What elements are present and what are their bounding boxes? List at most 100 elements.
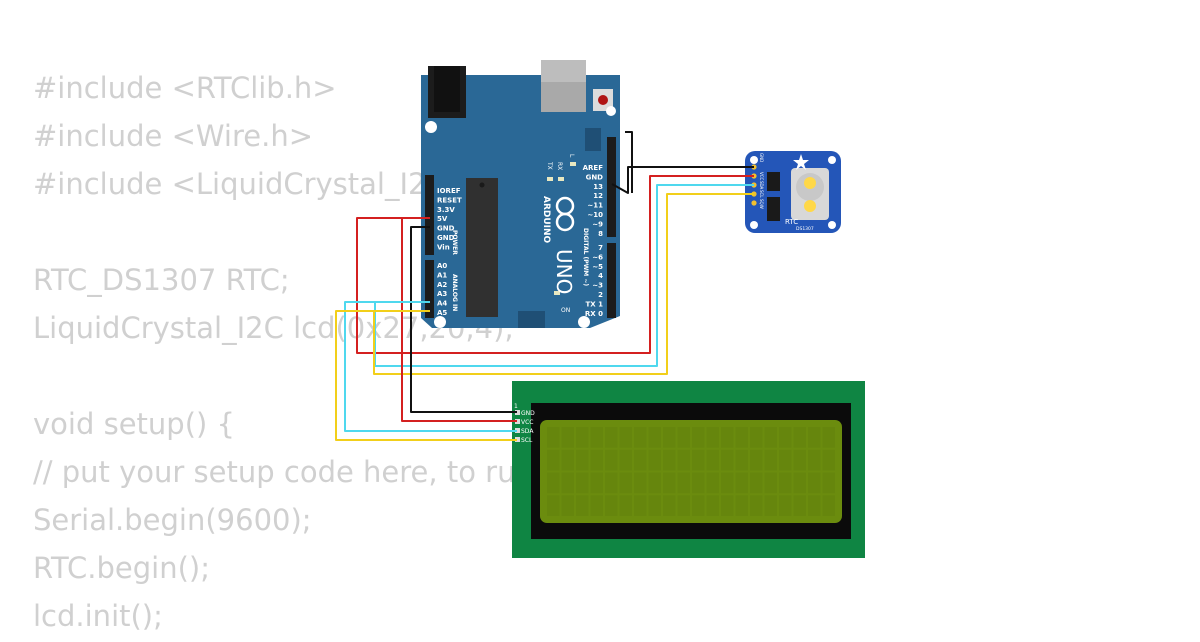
- arduino-model-label: UNO: [552, 249, 576, 294]
- lcd-char-cell: [561, 449, 574, 471]
- lcd-char-cell: [750, 495, 763, 516]
- icsp-header-2: [518, 311, 545, 328]
- lcd-char-cell: [634, 449, 647, 471]
- wire-lcd-sda[interactable]: [344, 301, 517, 432]
- lcd-char-cell: [779, 472, 792, 494]
- lcd-char-cell: [706, 495, 719, 516]
- lcd-char-cell: [590, 472, 603, 494]
- lcd-char-cell: [576, 472, 589, 494]
- lcd-char-cell: [648, 495, 661, 516]
- lcd-char-cell: [735, 472, 748, 494]
- lcd-char-cell: [677, 449, 690, 471]
- tx-led-label: TX: [546, 161, 553, 170]
- wire-gnd-jumper[interactable]: [625, 131, 633, 193]
- lcd-char-cell: [750, 449, 763, 471]
- digital-header-low: [607, 243, 616, 318]
- pin-label: A1: [437, 271, 447, 279]
- lcd-char-cell: [663, 495, 676, 516]
- lcd-char-cell: [648, 472, 661, 494]
- pin-label: A4: [437, 300, 447, 308]
- analog-section-label: ANALOG IN: [451, 274, 458, 311]
- lcd-display[interactable]: 1 GND VCC SDA SCL: [512, 381, 865, 558]
- lcd-char-cell: [547, 427, 560, 448]
- pin-label: RESET: [437, 196, 462, 204]
- lcd-char-cell: [808, 427, 821, 448]
- on-led: [554, 291, 560, 295]
- pin-label: A3: [437, 290, 447, 298]
- wire-lcd-vcc[interactable]: [401, 217, 517, 422]
- ds1307-chip: [767, 172, 780, 191]
- lcd-char-cell: [692, 472, 705, 494]
- wire-lcd-scl[interactable]: [335, 310, 517, 441]
- lcd-char-cell: [634, 472, 647, 494]
- rx-led: [558, 177, 564, 181]
- rtc-pin-scl-label: SCL: [759, 190, 764, 198]
- lcd-char-cell: [648, 427, 661, 448]
- pin-label: ~10: [587, 211, 603, 219]
- lcd-char-cell: [706, 449, 719, 471]
- mounting-hole: [750, 156, 758, 164]
- lcd-char-cell: [735, 449, 748, 471]
- pin-label: 7: [598, 244, 603, 252]
- rtc-pin-gnd-label: GND: [759, 153, 764, 162]
- lcd-char-cell: [721, 427, 734, 448]
- rtc-ds1307-module[interactable]: RTC DS1307 GND VCC SDA SCL SQW: [745, 151, 841, 233]
- battery-contact: [804, 200, 816, 212]
- pin-label: IOREF: [437, 187, 461, 195]
- lcd-char-cell: [692, 427, 705, 448]
- lcd-char-cell: [619, 495, 632, 516]
- arduino-brand-label: ARDUINO: [541, 196, 551, 244]
- lcd-char-cell: [677, 495, 690, 516]
- lcd-char-cell: [561, 472, 574, 494]
- arduino-uno-board[interactable]: ARDUINO UNO POWER ANALOG IN DIGITAL (PWM…: [421, 60, 620, 328]
- lcd-char-cell: [779, 449, 792, 471]
- pin-label: A5: [437, 309, 447, 317]
- lcd-char-cell: [692, 449, 705, 471]
- mounting-hole: [434, 316, 446, 328]
- wire-rtc-gnd[interactable]: [611, 166, 754, 194]
- pin-label: 2: [598, 291, 603, 299]
- atmega-chip: [466, 178, 498, 317]
- lcd-pin1-marker: 1: [514, 403, 518, 410]
- rtc-pin-vcc-label: VCC: [759, 172, 764, 181]
- lcd-char-cell: [779, 495, 792, 516]
- lcd-char-cell: [648, 449, 661, 471]
- rtc-pin-sqw-label: SQW: [759, 199, 764, 209]
- pin-label: GND: [437, 234, 455, 242]
- pin-label: 4: [598, 272, 603, 280]
- wire-lcd-gnd[interactable]: [410, 226, 517, 413]
- code-line: #include <RTClib.h>: [33, 71, 337, 105]
- lcd-char-cell: [576, 495, 589, 516]
- lcd-char-cell: [605, 472, 618, 494]
- lcd-char-cell: [735, 427, 748, 448]
- lcd-char-cell: [605, 495, 618, 516]
- pin-label: GND: [437, 225, 455, 233]
- lcd-char-cell: [619, 449, 632, 471]
- pin-label: Vin: [437, 243, 450, 251]
- lcd-char-cell: [822, 495, 835, 516]
- lcd-char-cell: [721, 472, 734, 494]
- lcd-char-cell: [677, 427, 690, 448]
- pin-label: TX 1: [586, 300, 604, 308]
- lcd-char-cell: [764, 472, 777, 494]
- power-section-label: POWER: [451, 230, 458, 255]
- lcd-pin-gnd-label: GND: [521, 410, 535, 417]
- pin-label: 13: [593, 183, 603, 191]
- wire-rtc-vcc[interactable]: [356, 175, 754, 354]
- lcd-char-cell: [750, 427, 763, 448]
- lcd-char-cell: [822, 449, 835, 471]
- lcd-char-cell: [735, 495, 748, 516]
- rtc-title-label: RTC: [785, 218, 798, 226]
- code-line: void setup() {: [33, 407, 235, 441]
- pin-label: 8: [598, 230, 603, 238]
- arduino-infinity-logo-icon: [555, 196, 575, 232]
- mounting-hole: [750, 221, 758, 229]
- lcd-char-cell: [634, 495, 647, 516]
- lcd-char-cell: [663, 472, 676, 494]
- lcd-char-cell: [764, 449, 777, 471]
- lcd-character-grid: [547, 427, 835, 516]
- lcd-char-cell: [750, 472, 763, 494]
- lcd-char-cell: [634, 427, 647, 448]
